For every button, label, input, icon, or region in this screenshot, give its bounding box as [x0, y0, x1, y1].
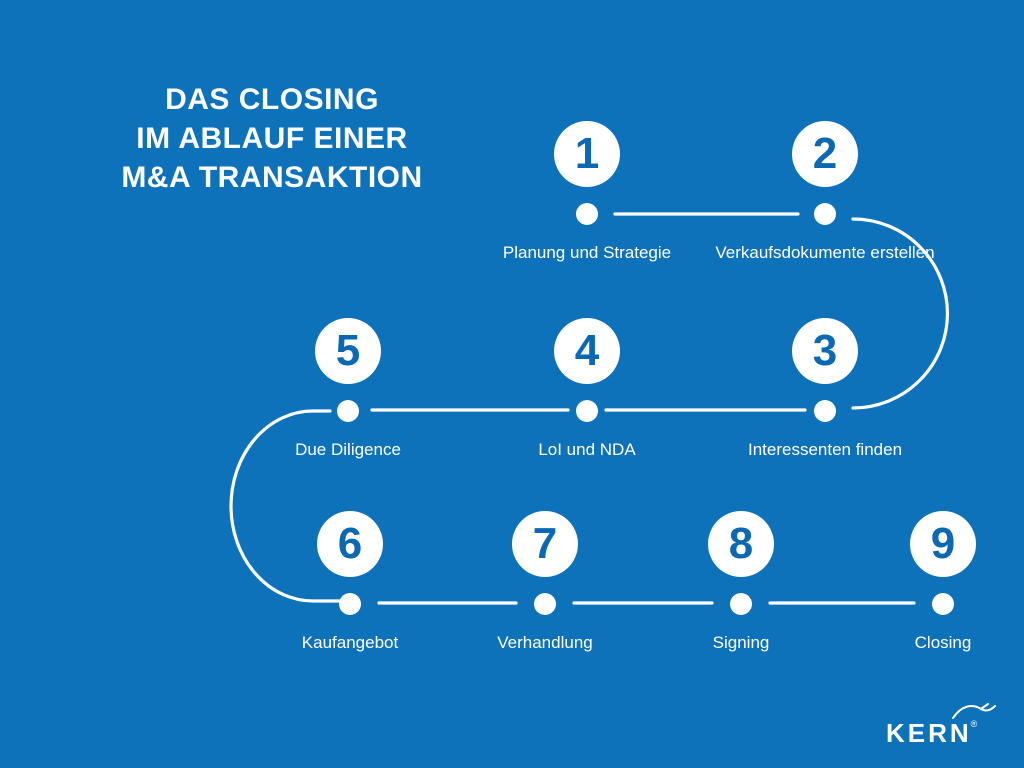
step-5-circle: 5 [315, 318, 381, 384]
step-4-circle: 4 [554, 318, 620, 384]
step-7-label: Verhandlung [497, 633, 593, 652]
step-8-signing: 8 Signing [631, 511, 851, 654]
step-5-due-diligence: 5 Due Diligence [238, 318, 458, 461]
step-1-circle: 1 [554, 121, 620, 187]
step-9-circle: 9 [910, 511, 976, 577]
step-3-timeline-dot [814, 400, 836, 422]
step-1-label: Planung und Strategie [502, 243, 672, 262]
title-line-3: M&A TRANSAKTION [121, 161, 423, 194]
step-8-number: 8 [728, 519, 754, 568]
step-8-label: Signing [712, 633, 770, 652]
step-7-number: 7 [532, 519, 558, 568]
step-6-label: Kaufangebot [301, 633, 399, 652]
step-6-kaufangebot: 6 Kaufangebot [240, 511, 460, 654]
kern-logo-wordmark: KERN [886, 718, 972, 748]
step-7-timeline-dot [534, 593, 556, 615]
step-2-timeline-dot [814, 203, 836, 225]
step-3-interessenten: 3 Interessenten finden [715, 318, 935, 461]
step-6-number: 6 [337, 519, 363, 568]
step-4-timeline-dot [576, 400, 598, 422]
step-5-number: 5 [335, 326, 361, 375]
step-8-circle: 8 [708, 511, 774, 577]
step-1-timeline-dot [576, 203, 598, 225]
step-7-verhandlung: 7 Verhandlung [435, 511, 655, 654]
step-3-circle: 3 [792, 318, 858, 384]
registered-trademark-symbol: ® [970, 719, 978, 729]
step-7-circle: 7 [512, 511, 578, 577]
step-2-number: 2 [812, 129, 838, 178]
title-line-1: DAS CLOSING [165, 83, 379, 116]
step-6-circle: 6 [317, 511, 383, 577]
step-3-number: 3 [812, 326, 838, 375]
kern-swoosh-icon [952, 703, 996, 719]
step-5-timeline-dot [337, 400, 359, 422]
step-9-label: Closing [914, 633, 972, 652]
step-2-verkaufsdokumente: 2 Verkaufsdokumente erstellen [715, 121, 935, 264]
step-5-label: Due Diligence [295, 440, 401, 459]
step-2-circle: 2 [792, 121, 858, 187]
step-3-label: Interessenten finden [747, 440, 903, 459]
title-line-2: IM ABLAUF EINER [136, 122, 408, 155]
page-title: DAS CLOSING IM ABLAUF EINER M&A TRANSAKT… [72, 80, 472, 197]
step-2-label: Verkaufsdokumente erstellen [715, 243, 935, 262]
step-8-timeline-dot [730, 593, 752, 615]
step-4-loi-nda: 4 LoI und NDA [477, 318, 697, 461]
kern-logo: KERN® [878, 702, 1014, 758]
step-9-timeline-dot [932, 593, 954, 615]
step-9-number: 9 [930, 519, 956, 568]
kern-logo-text: KERN® [886, 718, 978, 749]
step-4-label: LoI und NDA [538, 440, 636, 459]
step-9-closing: 9 Closing [833, 511, 1024, 654]
step-6-timeline-dot [339, 593, 361, 615]
step-1-number: 1 [574, 129, 600, 178]
step-4-number: 4 [574, 326, 600, 375]
step-1-planung: 1 Planung und Strategie [477, 121, 697, 264]
